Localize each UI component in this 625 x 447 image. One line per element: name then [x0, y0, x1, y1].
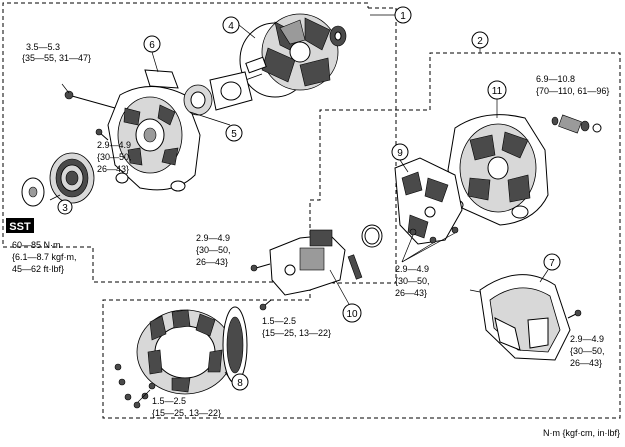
callout-5: 5 [225, 124, 243, 142]
svg-text:5: 5 [231, 129, 237, 140]
torque-label-pulley-nut: 60—85 N·m {6.1—8.7 kgf·m, 45—62 ft·lbf} [12, 240, 77, 274]
b-terminal [551, 114, 602, 134]
svg-text:2.9—4.9: 2.9—4.9 [395, 264, 429, 274]
svg-text:1: 1 [400, 11, 406, 22]
callout-7: 7 [539, 253, 561, 283]
svg-text:2.9—4.9: 2.9—4.9 [570, 334, 604, 344]
stator-nuts [114, 363, 156, 409]
svg-text:{6.1—8.7 kgf·m,: {6.1—8.7 kgf·m, [12, 252, 77, 262]
svg-text:{70—110, 61—96}: {70—110, 61—96} [536, 86, 609, 96]
small-screw [259, 299, 272, 311]
svg-text:{30—50,: {30—50, [395, 276, 430, 286]
rectifier-part-9 [394, 157, 463, 263]
callout-6: 6 [143, 35, 161, 73]
rear-housing-part-11 [447, 114, 549, 226]
group-2-boundary [102, 52, 621, 419]
svg-text:7: 7 [549, 258, 555, 269]
torque-label-small-screw: 1.5—2.5 {15—25, 13—22} [262, 316, 331, 338]
svg-text:{30—50,: {30—50, [570, 346, 605, 356]
svg-text:11: 11 [492, 86, 503, 97]
svg-text:4: 4 [228, 21, 234, 32]
callout-4: 4 [222, 16, 256, 39]
front-screw [95, 128, 109, 141]
svg-text:6.9—10.8: 6.9—10.8 [536, 74, 575, 84]
callout-3: 3 [57, 199, 73, 215]
svg-text:{15—25, 13—22}: {15—25, 13—22} [262, 328, 331, 338]
torque-label-front-screw: 2.9—4.9 {30—50, 26—43} [97, 140, 132, 174]
svg-text:{30—50,: {30—50, [97, 152, 132, 162]
units-legend: N·m {kgf·cm, in·lbf} [543, 428, 620, 438]
sst-badge: SST [6, 218, 34, 233]
svg-text:45—62 ft·lbf}: 45—62 ft·lbf} [12, 264, 64, 274]
bearing-part-5 [183, 71, 253, 126]
svg-text:1.5—2.5: 1.5—2.5 [152, 396, 186, 406]
stator-part-8 [136, 306, 248, 395]
torque-label-b-terminal: 6.9—10.8 {70—110, 61—96} [536, 74, 609, 96]
group-1-boundary [2, 2, 397, 284]
svg-text:3.5—5.3: 3.5—5.3 [26, 42, 60, 52]
svg-text:2.9—4.9: 2.9—4.9 [196, 233, 230, 243]
front-housing-part-6 [107, 69, 201, 192]
svg-text:26—43}: 26—43} [196, 257, 228, 267]
callout-10: 10 [342, 303, 362, 323]
o-ring [361, 224, 383, 248]
callout-8: 8 [231, 373, 249, 391]
svg-text:26—43}: 26—43} [570, 358, 602, 368]
svg-text:1.5—2.5: 1.5—2.5 [262, 316, 296, 326]
torque-label-stator-nuts: 1.5—2.5 {15—25, 13—22} [152, 396, 221, 418]
torque-label-regulator-screw: 2.9—4.9 {30—50, 26—43} [196, 233, 231, 267]
callout-11: 11 [487, 80, 507, 118]
torque-label-through-bolt: 3.5—5.3 {35—55, 31—47} [22, 42, 91, 63]
svg-text:2.9—4.9: 2.9—4.9 [97, 140, 131, 150]
svg-text:6: 6 [149, 40, 155, 51]
svg-text:{35—55, 31—47}: {35—55, 31—47} [22, 53, 91, 63]
svg-text:2: 2 [477, 36, 483, 47]
svg-text:3: 3 [62, 203, 68, 214]
through-bolt [61, 83, 116, 109]
callout-9: 9 [391, 143, 409, 173]
regulator-part-10 [269, 229, 363, 307]
svg-text:9: 9 [397, 148, 403, 159]
pulley-part-3 [21, 152, 95, 207]
svg-text:26—43}: 26—43} [97, 164, 129, 174]
torque-label-rectifier: 2.9—4.9 {30—50, 26—43} [395, 264, 430, 298]
rotor-part-4 [239, 13, 347, 98]
callout-1: 1 [394, 6, 412, 24]
regulator-screw [250, 263, 271, 272]
rear-cover-part-7 [469, 274, 582, 361]
callout-2: 2 [471, 31, 489, 49]
svg-text:{30—50,: {30—50, [196, 245, 231, 255]
torque-label-rear-cover: 2.9—4.9 {30—50, 26—43} [570, 334, 605, 368]
svg-text:SST: SST [9, 221, 31, 233]
svg-text:10: 10 [346, 309, 358, 320]
svg-text:{15—25, 13—22}: {15—25, 13—22} [152, 408, 221, 418]
svg-text:60—85 N·m: 60—85 N·m [12, 240, 61, 250]
svg-text:26—43}: 26—43} [395, 288, 427, 298]
svg-text:8: 8 [237, 378, 243, 389]
